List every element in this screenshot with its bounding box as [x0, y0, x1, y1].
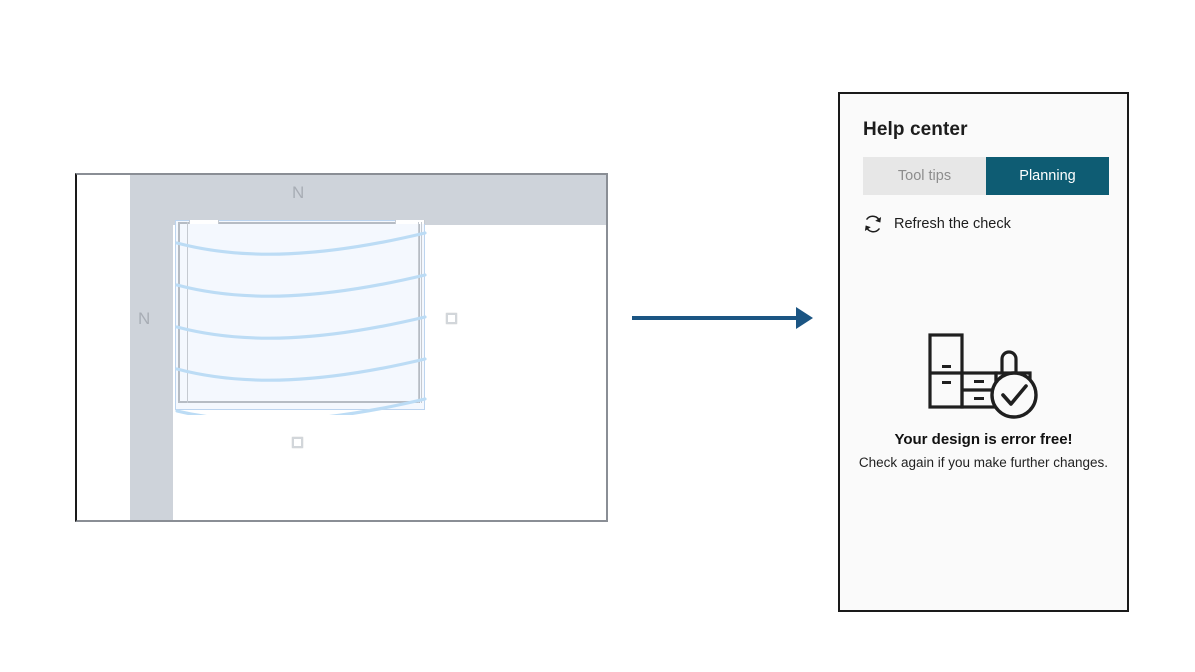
- cabinet-top-notch-right: [395, 220, 425, 224]
- help-center-panel: Help center Tool tips Planning Refresh t…: [838, 92, 1129, 612]
- page-title: Help center: [863, 119, 968, 140]
- wall-segment-vertical[interactable]: [130, 175, 173, 520]
- cabinet-object-outline[interactable]: [178, 222, 420, 403]
- compass-label-north-left: N: [138, 309, 151, 328]
- resize-handle-bottom[interactable]: [292, 437, 303, 448]
- tab-tool-tips[interactable]: Tool tips: [863, 157, 986, 195]
- resize-handle-right[interactable]: [446, 313, 457, 324]
- refresh-icon: [864, 215, 882, 233]
- compass-label-north-top: N: [292, 183, 305, 202]
- cabinet-inner-edge: [187, 222, 188, 403]
- status-illustration-container: [840, 329, 1127, 421]
- kitchen-cabinets-check-illustration: [927, 333, 1038, 419]
- refresh-the-check-button[interactable]: Refresh the check: [862, 213, 1127, 235]
- status-heading: Your design is error free!: [894, 431, 1073, 448]
- cabinet-top-notch-left: [189, 220, 219, 224]
- cabinet-right-rail: [418, 222, 422, 403]
- floor-plan-canvas[interactable]: N N: [75, 173, 608, 522]
- right-arrow-icon: [632, 307, 813, 329]
- refresh-label: Refresh the check: [894, 216, 1011, 232]
- wall-segment-horizontal[interactable]: [130, 175, 606, 225]
- tab-planning[interactable]: Planning: [986, 157, 1109, 195]
- tab-group: Tool tips Planning: [863, 157, 1109, 195]
- status-subtext: Check again if you make further changes.: [858, 455, 1109, 470]
